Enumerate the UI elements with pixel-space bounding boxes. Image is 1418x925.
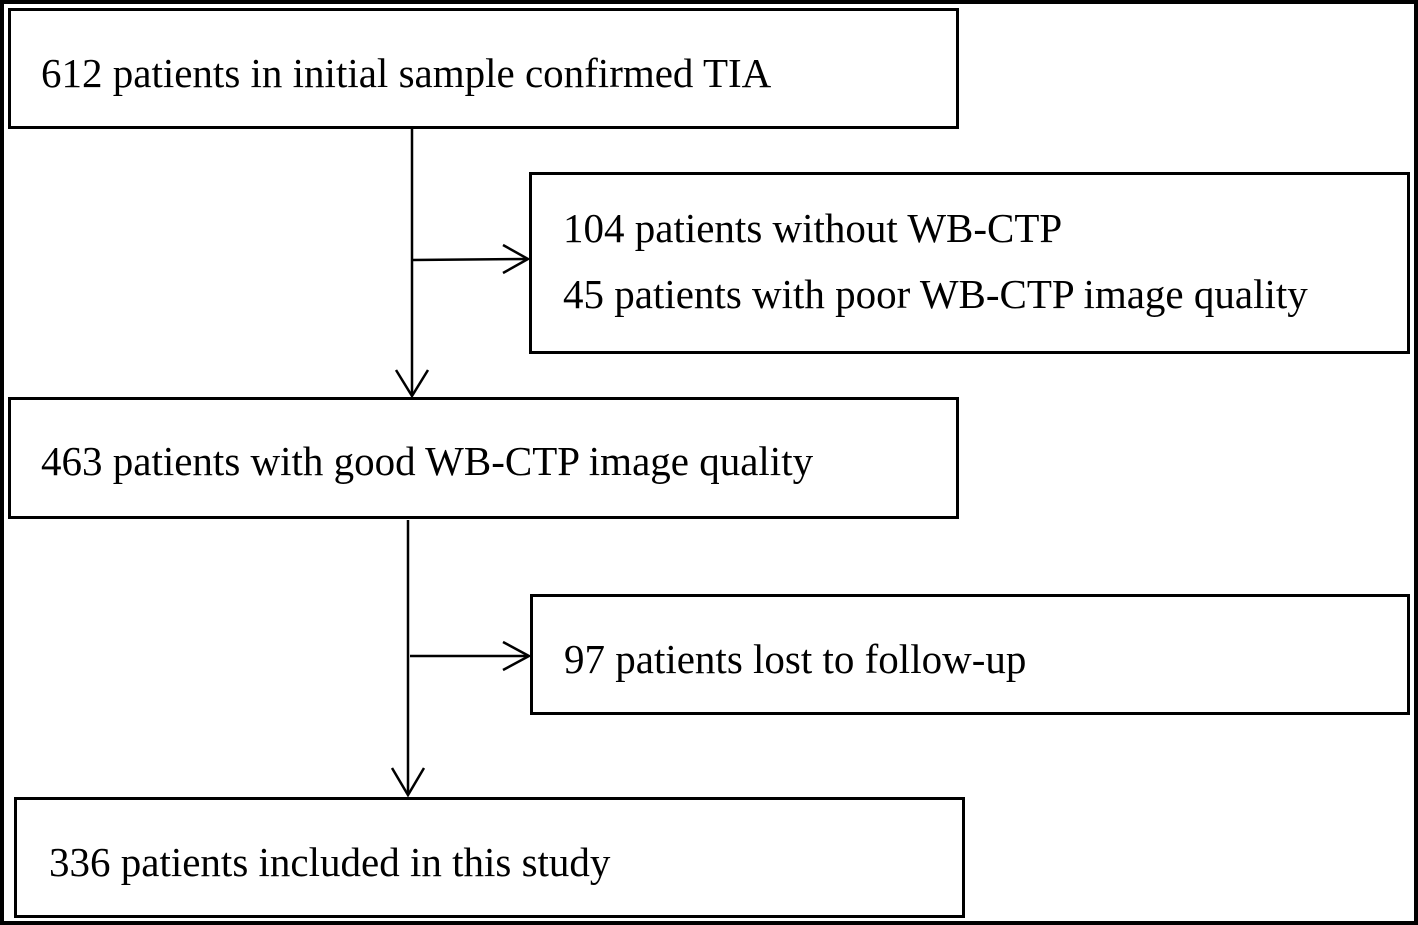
included-text: 336 patients included in this study xyxy=(49,839,611,885)
included-box: 336 patients included in this study xyxy=(14,797,965,918)
initial-sample-box: 612 patients in initial sample confirmed… xyxy=(8,8,959,129)
exclusion-no-wbctp-text: 104 patients without WB-CTP xyxy=(563,205,1063,251)
initial-sample-text: 612 patients in initial sample confirmed… xyxy=(41,50,772,96)
good-quality-box: 463 patients with good WB-CTP image qual… xyxy=(8,397,959,519)
exclusion-poor-quality-text: 45 patients with poor WB-CTP image quali… xyxy=(563,271,1308,317)
lost-to-follow-up-text: 97 patients lost to follow-up xyxy=(564,636,1027,682)
good-quality-text: 463 patients with good WB-CTP image qual… xyxy=(41,438,814,484)
second-exclusion-box: 97 patients lost to follow-up xyxy=(530,594,1410,715)
first-exclusion-box: 104 patients without WB-CTP 45 patients … xyxy=(529,172,1410,354)
